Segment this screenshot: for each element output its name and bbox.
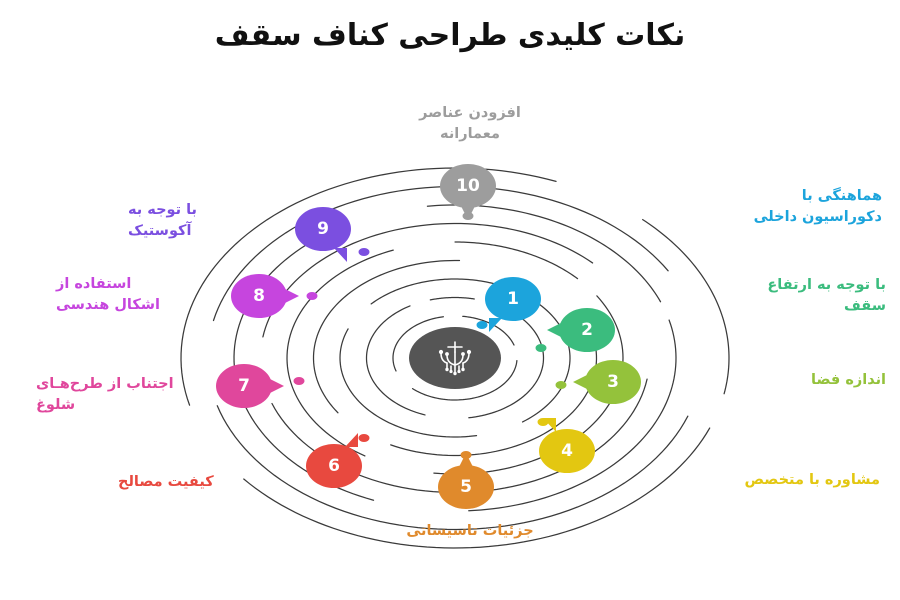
bubble-9[interactable]: 9 — [295, 207, 351, 262]
caption-2: با توجه به ارتفاع سقف — [767, 277, 886, 315]
bubble-number: 2 — [581, 319, 593, 340]
caption-4: مشاوره با متخصص — [744, 472, 881, 488]
bubble-7[interactable]: 7 — [216, 364, 284, 408]
caption-1: هماهنگی با دکوراسیون داخلی — [753, 188, 882, 226]
connector-dot-9 — [358, 248, 370, 256]
bubble-number: 7 — [238, 375, 250, 396]
caption-9: با توجه به آکوستیک — [128, 202, 198, 240]
bubble-10[interactable]: 10 — [440, 164, 496, 220]
bubble-tail-icon — [270, 379, 284, 393]
bubble-8[interactable]: 8 — [231, 274, 299, 318]
connector-dot-2 — [535, 344, 547, 352]
ring-arc — [286, 249, 394, 457]
caption-10: افزودن عناصر معمارانه — [419, 105, 521, 143]
connector-dot-8 — [306, 292, 318, 300]
connector-dot-3 — [555, 381, 567, 389]
caption-6: کیفیت مصالح — [118, 474, 214, 490]
connector-dot-7 — [293, 377, 305, 385]
bubble-number: 4 — [561, 440, 573, 461]
caption-8: استفاده از اشکال هندسی — [56, 276, 161, 314]
connector-dot-4 — [537, 418, 549, 426]
bubble-number: 3 — [607, 371, 619, 392]
connector-dot-6 — [358, 434, 370, 442]
bubble-number: 6 — [328, 455, 340, 476]
bubble-1[interactable]: 1 — [485, 277, 541, 332]
connector-dot-10 — [462, 212, 474, 220]
caption-7: اجتناب از طرح‌هـای شلوغ — [36, 376, 174, 414]
ring-arc — [429, 296, 475, 301]
bubble-tail-icon — [573, 375, 587, 389]
bubble-number: 10 — [456, 175, 480, 196]
connector-dot-5 — [460, 451, 472, 459]
connector-dot-1 — [476, 321, 488, 329]
bubble-3[interactable]: 3 — [573, 360, 641, 404]
bubble-tail-icon — [334, 248, 347, 262]
bubble-number: 1 — [507, 288, 519, 309]
chandelier-icon — [433, 339, 477, 377]
bubble-tail-icon — [345, 433, 358, 447]
caption-3: اندازه فضا — [811, 372, 886, 388]
bubble-tail-icon — [489, 318, 502, 332]
bubble-tail-icon — [285, 289, 299, 303]
bubble-4[interactable]: 4 — [539, 418, 595, 473]
bubble-5[interactable]: 5 — [438, 453, 494, 509]
bubble-6[interactable]: 6 — [306, 433, 362, 488]
bubble-tail-icon — [547, 323, 561, 337]
bubble-number: 9 — [317, 218, 329, 239]
bubble-2[interactable]: 2 — [547, 308, 615, 352]
ring-arc — [370, 278, 498, 305]
center-hub — [409, 327, 501, 389]
bubble-number: 5 — [460, 476, 472, 497]
page-title: نکات کلیدی طراحی کناف سقف — [214, 18, 686, 53]
ring-arc — [454, 241, 579, 280]
bubble-number: 8 — [253, 285, 265, 306]
caption-5: جزئیات تاسیساتی — [406, 523, 534, 539]
